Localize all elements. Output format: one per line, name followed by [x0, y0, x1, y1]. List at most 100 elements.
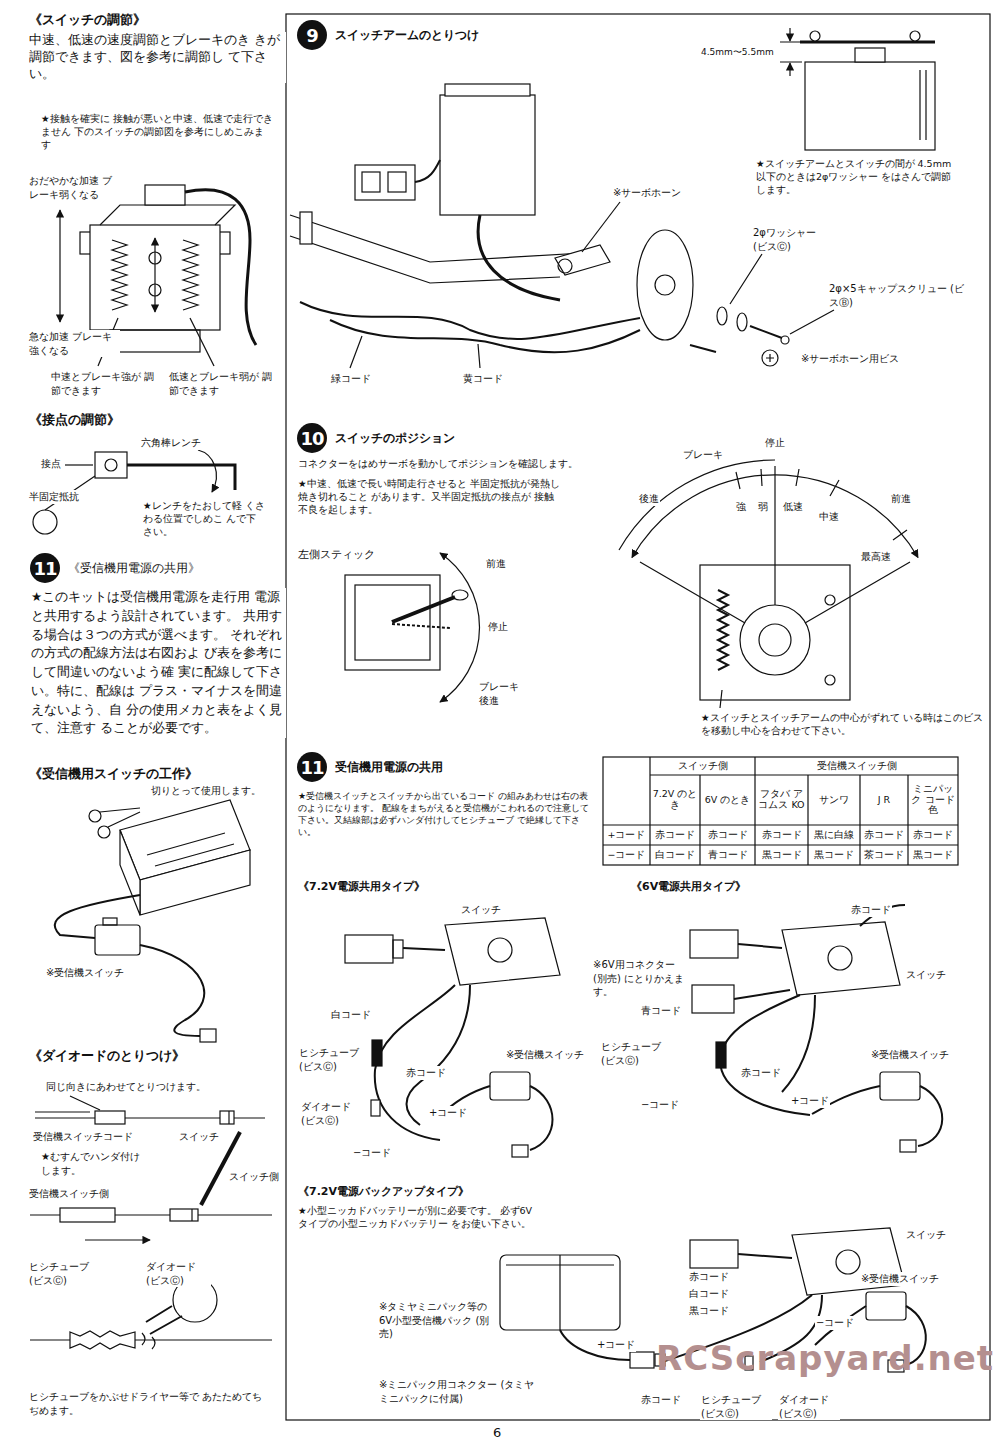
note-text: ★レンチをたおして軽 くさわる位置でしめこ んで下さい。: [142, 500, 267, 538]
part-label: 青コード: [640, 1004, 682, 1018]
line-art: [650, 757, 908, 865]
part-label: ※受信機スイッチ: [45, 966, 125, 980]
part-label: +コード: [596, 1338, 636, 1352]
note-text: ★スイッチとスイッチアームの中心がずれて いる時はこのビスを移動し中心を合わせて…: [700, 712, 985, 738]
line-art: [490, 1072, 530, 1100]
section-heading: 《受信機用スイッチの工作》: [28, 766, 199, 783]
table-cell: 黒コード: [809, 846, 859, 864]
step-number: 11: [297, 752, 327, 782]
table-cell: J R: [861, 776, 907, 824]
part-label: スイッチ側: [228, 1170, 280, 1184]
line-art: [154, 238, 155, 312]
part-label: 最高速: [860, 550, 892, 564]
line-art: [95, 1111, 125, 1124]
line-art: [110, 330, 200, 352]
line-art: [146, 1306, 182, 1334]
table-cell: 黒に白線: [809, 826, 859, 844]
part-label: スイッチ: [905, 1228, 947, 1242]
line-art: [60, 1208, 115, 1222]
line-art: [191, 1209, 192, 1221]
line-art: [780, 42, 802, 62]
line-art: [403, 948, 445, 950]
line-art: [100, 808, 140, 827]
line-art: [445, 918, 560, 985]
table-cell: 黒コード: [909, 846, 957, 864]
line-art: [33, 510, 57, 534]
step-marker: 10スイッチのポジション: [297, 423, 455, 453]
part-label: 緑コード: [330, 372, 372, 386]
line-art: [228, 1111, 229, 1124]
step-marker: 11《受信機用電源の共用》: [30, 553, 200, 583]
note-text: コネクターをはめサーボを動かしてポジションを確認します。: [297, 458, 579, 471]
line-art: [127, 465, 235, 490]
step-marker: 9スイッチアームのとりつけ: [297, 20, 479, 50]
line-art: [59, 210, 60, 322]
part-label: ※ミニパック用コネクター (タミヤミニパックに付属): [378, 1378, 536, 1405]
line-art: [149, 252, 161, 264]
line-art: [65, 464, 93, 465]
wiring-table-grid: [603, 757, 958, 865]
line-art: [142, 1333, 155, 1349]
line-art: [95, 452, 127, 478]
line-art: [70, 1331, 135, 1349]
line-art: [690, 1240, 738, 1268]
table-cell: 赤コード: [756, 826, 807, 844]
line-art: [640, 562, 910, 623]
line-art: [734, 990, 790, 999]
line-art: [85, 1239, 150, 1240]
part-label: 4.5mm〜5.5mm: [700, 46, 775, 58]
part-label: ダイオード (ビスⒸ): [778, 1393, 840, 1420]
line-art: [782, 922, 900, 995]
part-label: 中速: [818, 510, 840, 524]
line-art: [789, 28, 790, 41]
line-art: [140, 945, 204, 1036]
line-art: [637, 230, 693, 340]
part-label: 黄コード: [462, 372, 504, 386]
note-text: ★むすんでハンダ付け します。: [40, 1150, 150, 1177]
line-art: [690, 345, 716, 352]
line-art: [512, 1145, 528, 1157]
line-art: [415, 160, 440, 182]
part-label: ヒシチューブ (ビスⒸ): [28, 1260, 100, 1287]
line-art: [362, 172, 380, 192]
line-art: [740, 605, 810, 675]
line-art: [120, 830, 140, 915]
line-art: [720, 690, 722, 708]
table-cell: フタバ アコムス KO: [756, 776, 807, 824]
line-art: [582, 202, 620, 252]
step-title: 《受信機用電源の共用》: [68, 560, 200, 577]
note-text: ★小型ニッカドバッテリーが別に必要です。 必ず6Vタイプの小型ニッカドバッテリー…: [297, 1205, 537, 1231]
table-cell: 6V のとき: [701, 776, 754, 824]
line-art: [555, 245, 610, 275]
line-art: [774, 466, 775, 605]
table-cell: スイッチ側: [651, 758, 754, 774]
line-art: [717, 307, 727, 325]
line-art: [855, 48, 885, 62]
line-art: [718, 590, 728, 670]
table-cell: 赤コード: [701, 826, 754, 844]
step-number: 10: [297, 423, 327, 453]
section-heading: 《6V電源共用タイプ》: [630, 880, 747, 895]
panel-frame: [286, 14, 990, 1420]
note-text: ★接触を確実に 接触が悪いと中速、低速で走行できません 下のスイッチの調節図を参…: [40, 113, 275, 151]
line-art: [825, 595, 835, 605]
line-art: [200, 1029, 216, 1042]
line-art: [100, 205, 235, 225]
line-art: [716, 1042, 726, 1068]
line-art: [506, 1255, 614, 1330]
table-cell: 茶コード: [861, 846, 907, 864]
table-cell: 7.2V のとき: [651, 776, 699, 824]
part-label: 白コード: [330, 1008, 372, 1022]
section-heading: 《7.2V電源共用タイプ》: [297, 880, 426, 895]
line-art: [183, 240, 198, 310]
line-art: [603, 775, 958, 845]
line-art: [530, 1086, 553, 1150]
servo-figure: [290, 84, 834, 368]
line-art: [730, 254, 834, 334]
line-art: [619, 460, 775, 550]
line-art: [190, 318, 214, 366]
line-art: [738, 944, 782, 948]
line-art: [866, 1292, 906, 1320]
line-art: [70, 1096, 100, 1110]
line-art: [185, 190, 256, 345]
